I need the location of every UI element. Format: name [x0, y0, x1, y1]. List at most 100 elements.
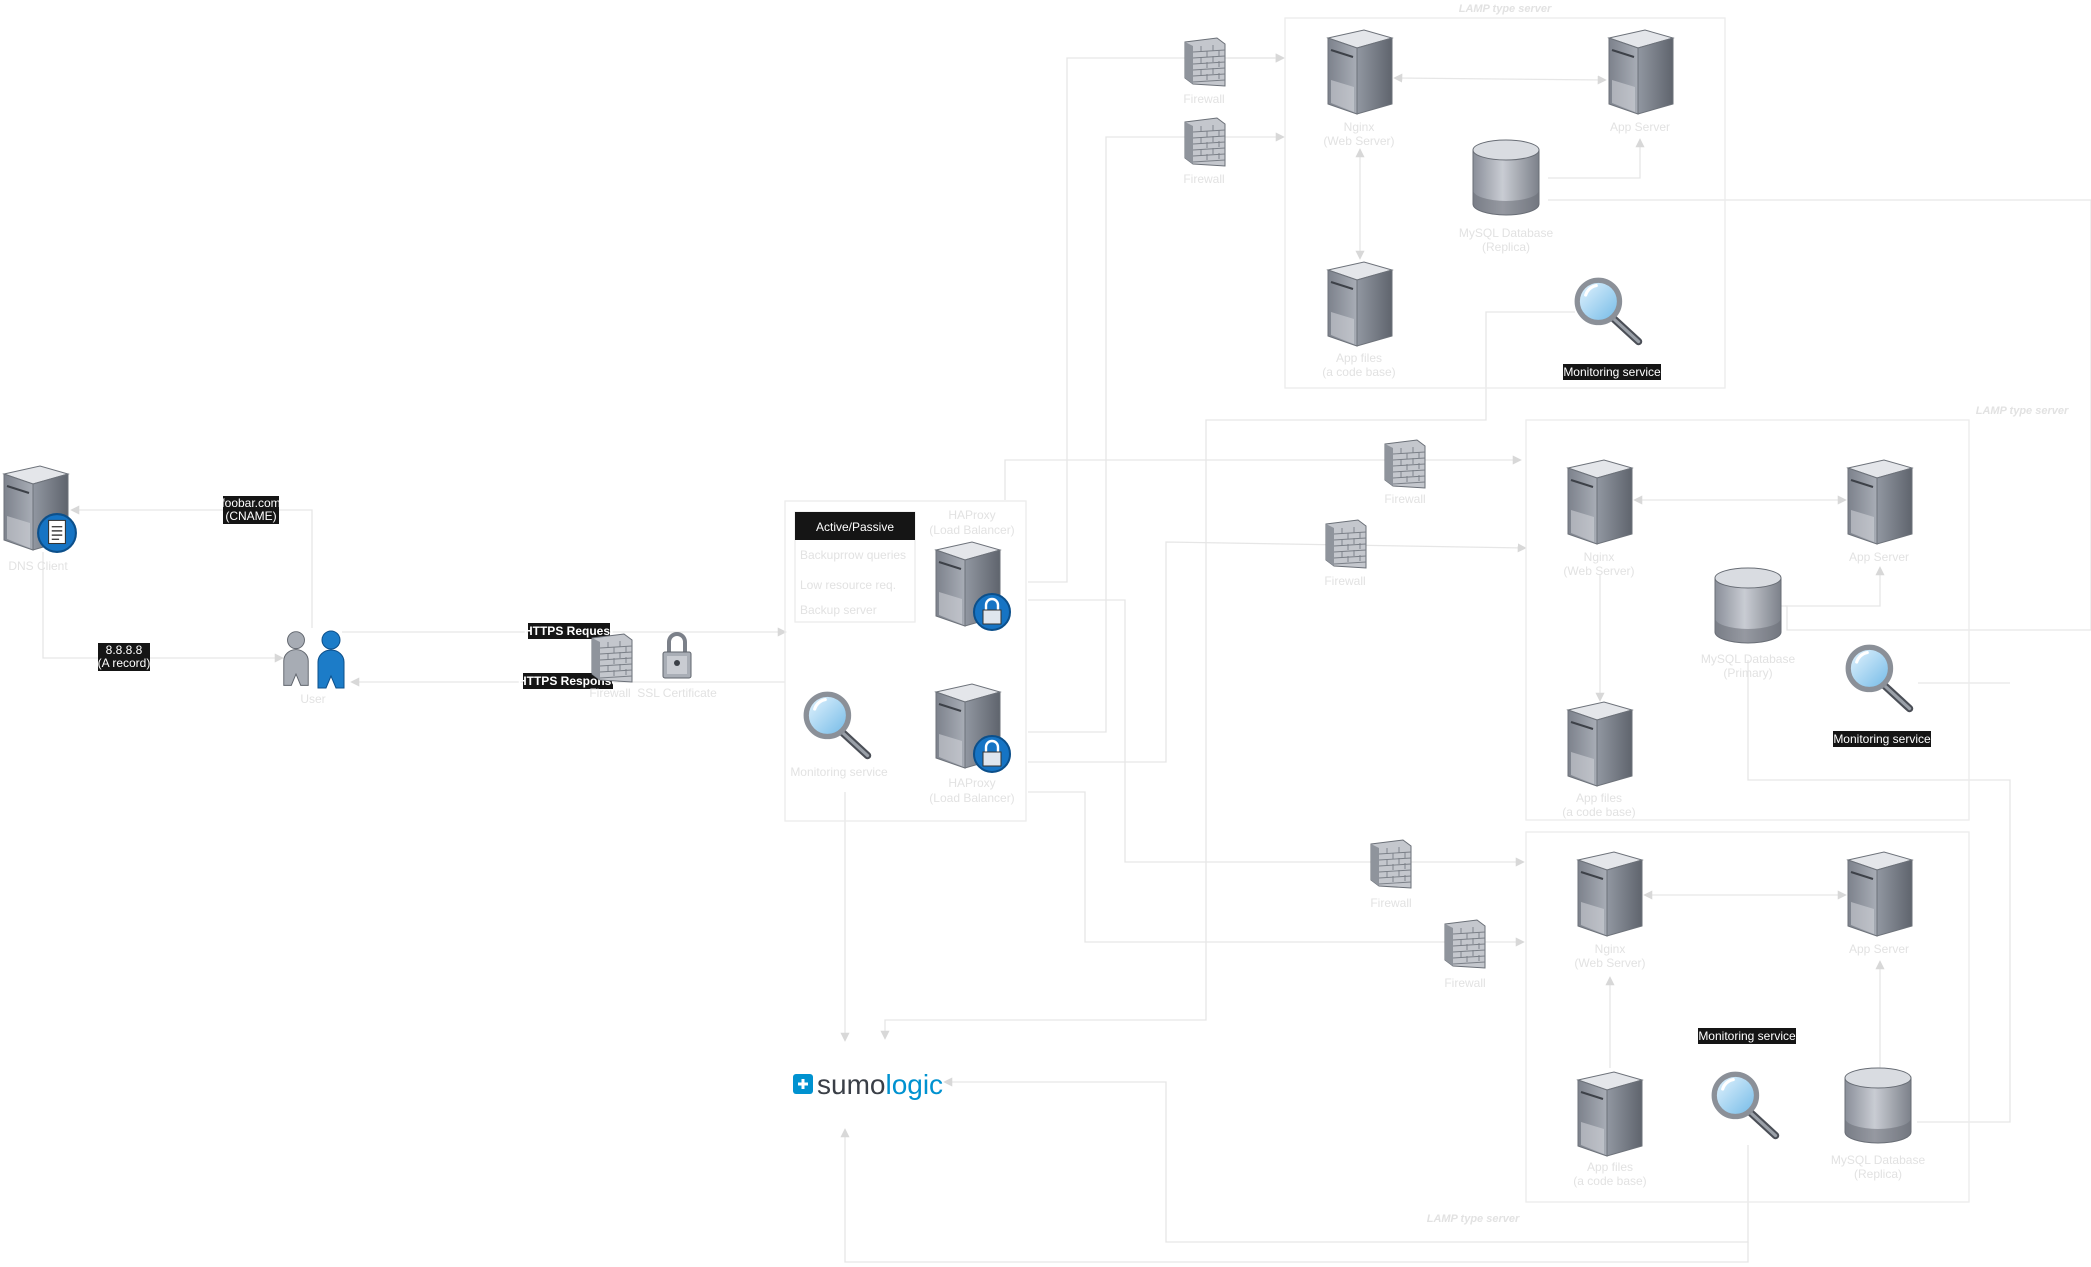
dns-client-node[interactable]: DNS Client	[3, 465, 77, 573]
server-3-monitoring-label: Monitoring service	[1698, 1029, 1796, 1043]
edge-s2-db-replication	[1747, 660, 2011, 1123]
connectors	[42, 53, 2091, 1263]
edge-lb2-fw2b	[1028, 541, 1527, 763]
database-icon	[1844, 1067, 1912, 1144]
server-2-firewall-b-label: Firewall	[1324, 574, 1365, 588]
server-2-firewall-a-label: Firewall	[1384, 492, 1425, 506]
server-2-app-files[interactable]: App files (a code base)	[1562, 701, 1636, 819]
edge-firewall-node[interactable]: Firewall	[589, 633, 633, 700]
server-2-monitoring-label: Monitoring service	[1833, 732, 1931, 746]
ssl-certificate-label: SSL Certificate	[637, 686, 717, 700]
server-2-nginx[interactable]: Nginx (Web Server)	[1563, 459, 1635, 578]
magnifier-icon	[806, 694, 867, 755]
edge-lb2-fw3b	[1028, 791, 1525, 947]
edge-s3-monitor-sumo	[943, 1077, 1749, 1243]
edge-lb-fw2a	[1004, 455, 1522, 500]
server-1-nginx-label-line2: (Web Server)	[1323, 134, 1394, 148]
edge-lb1-fw1a	[1028, 53, 1285, 583]
haproxy-2-label-line1: HAProxy	[948, 776, 995, 790]
server-1-firewall-b[interactable]: Firewall	[1183, 117, 1226, 186]
server-2-database[interactable]: MySQL Database (Primary)	[1701, 567, 1796, 680]
server-3-firewall-a-label: Firewall	[1370, 896, 1411, 910]
magnifier-icon	[1848, 647, 1909, 708]
server-1-app-server-label: App Server	[1610, 120, 1670, 134]
person-blue-icon	[317, 630, 345, 689]
server-2-db-label-line1: MySQL Database	[1701, 652, 1796, 666]
haproxy-1-node[interactable]: HAProxy (Load Balancer)	[929, 508, 1015, 632]
edge-lb2-fw1b	[1028, 132, 1285, 733]
server-3-firewall-b-label: Firewall	[1444, 976, 1485, 990]
server-2-firewall-b[interactable]: Firewall	[1324, 519, 1367, 588]
app-server-icon	[1608, 29, 1674, 115]
lamp-server-3: LAMP type server Firewall Firewall Nginx…	[1370, 831, 1970, 1225]
lb-monitoring-label: Monitoring service	[790, 765, 888, 779]
server-3-nginx[interactable]: Nginx (Web Server)	[1574, 851, 1646, 970]
server-2-monitoring[interactable]: Monitoring service	[1833, 647, 1931, 747]
server-1-app-server[interactable]: App Server	[1608, 29, 1674, 134]
server-1-monitoring[interactable]: Monitoring service	[1563, 280, 1661, 380]
lb-cluster: Active/Passive Backuprrow queries Low re…	[784, 500, 1027, 822]
server-3-nginx-label-line1: Nginx	[1595, 942, 1626, 956]
server-3-files-label-line2: (a code base)	[1573, 1174, 1646, 1188]
dns-client-label: DNS Client	[8, 559, 68, 573]
server-2-app-server[interactable]: App Server	[1847, 459, 1913, 564]
panel-item-1: Backuprrow queries	[800, 548, 906, 562]
firewall-icon	[1384, 439, 1426, 489]
firewall-icon	[1370, 839, 1412, 889]
server-3-firewall-a[interactable]: Firewall	[1370, 839, 1412, 910]
database-icon	[1714, 567, 1782, 644]
server-1-database[interactable]: MySQL Database (Replica)	[1459, 139, 1554, 254]
lock-badge-icon	[972, 734, 1012, 774]
sumologic-part1: sumo	[817, 1069, 885, 1100]
file-server-icon	[1567, 701, 1633, 787]
server-3-database[interactable]: MySQL Database (Replica)	[1831, 1067, 1926, 1181]
haproxy-1-label-line1: HAProxy	[948, 508, 995, 522]
user-node[interactable]: User	[283, 630, 345, 706]
cname-tag-line2: (CNAME)	[225, 509, 276, 523]
server-1-firewall-a-label: Firewall	[1183, 92, 1224, 106]
ssl-certificate-node[interactable]: SSL Certificate	[637, 632, 717, 700]
server-1-db-label-line2: (Replica)	[1482, 240, 1530, 254]
lb-monitoring-node[interactable]: Monitoring service	[790, 694, 888, 779]
server-3-db-label-line1: MySQL Database	[1831, 1153, 1926, 1167]
magnifier-icon	[1714, 1074, 1775, 1135]
a-record-tag-line2: (A record)	[98, 656, 151, 670]
https-request-tag: HTTPS Request	[524, 623, 614, 639]
server-3-app-files[interactable]: App files (a code base)	[1573, 1071, 1647, 1188]
haproxy-2-node[interactable]: HAProxy (Load Balancer)	[929, 683, 1015, 805]
person-grey-icon	[283, 631, 309, 686]
firewall-icon	[1444, 919, 1486, 969]
firewall-icon	[1184, 117, 1226, 167]
app-server-icon	[1847, 459, 1913, 545]
sumologic-logo[interactable]: sumologic	[793, 1069, 943, 1100]
server-3-monitoring[interactable]: Monitoring service	[1698, 1028, 1796, 1136]
lamp-server-1: LAMP type server Firewall Firewall Nginx…	[1183, 3, 1726, 389]
active-passive-panel: Active/Passive Backuprrow queries Low re…	[794, 511, 916, 623]
a-record-tag-line1: 8.8.8.8	[106, 643, 143, 657]
server-2-db-label-line2: (Primary)	[1723, 666, 1772, 680]
server-1-firewall-b-label: Firewall	[1183, 172, 1224, 186]
server-3-app-server[interactable]: App Server	[1847, 851, 1913, 956]
server-1-nginx[interactable]: Nginx (Web Server)	[1323, 29, 1395, 148]
lock-badge-icon	[972, 592, 1012, 632]
server-1-app-files[interactable]: App files (a code base)	[1322, 261, 1396, 379]
user-label: User	[300, 692, 325, 706]
firewall-icon	[1325, 519, 1367, 569]
server-2-files-label-line1: App files	[1576, 791, 1622, 805]
edge-sumo-bottom	[840, 1128, 1749, 1263]
server-1-frame	[1284, 17, 1726, 389]
server-1-firewall-a[interactable]: Firewall	[1183, 37, 1226, 106]
edge-s1-db-app	[1548, 138, 1645, 179]
lb-cluster-frame	[784, 500, 1027, 822]
server-1-db-label-line1: MySQL Database	[1459, 226, 1554, 240]
server-3-firewall-b[interactable]: Firewall	[1444, 919, 1486, 990]
server-2-nginx-label-line2: (Web Server)	[1563, 564, 1634, 578]
edge-s1-monitor-sumo	[880, 311, 1575, 1040]
edge-dns-user-cname	[70, 505, 313, 628]
server-2-firewall-a[interactable]: Firewall	[1384, 439, 1426, 506]
web-server-icon	[1567, 459, 1633, 545]
a-record-tag: 8.8.8.8 (A record)	[98, 643, 151, 671]
server-2-title: LAMP type server	[1976, 405, 2069, 417]
server-3-app-server-label: App Server	[1849, 942, 1909, 956]
